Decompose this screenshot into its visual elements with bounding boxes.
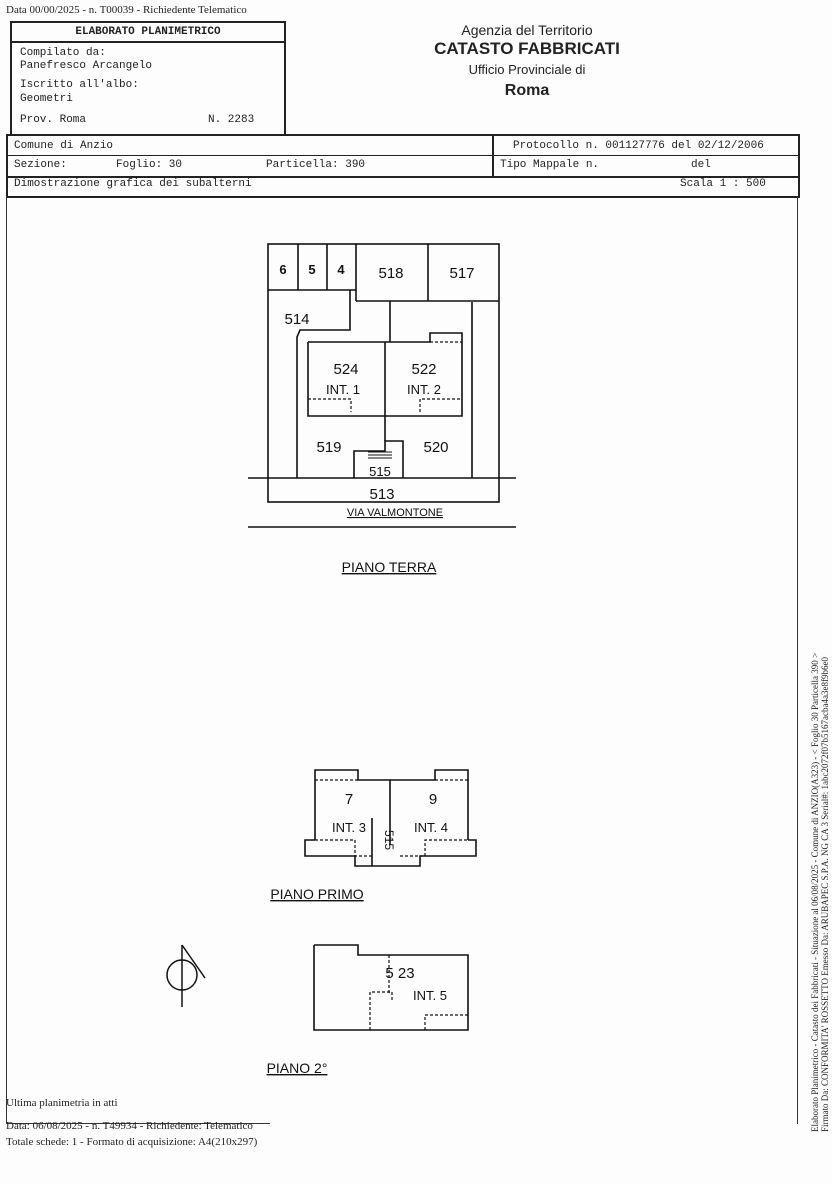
unit-label: 514 xyxy=(284,311,309,328)
first-floor-title: PIANO PRIMO xyxy=(270,886,363,902)
street-name: VIA VALMONTONE xyxy=(347,507,443,519)
agency-office: Ufficio Provinciale di xyxy=(468,62,586,77)
protocollo: Protocollo n. 001127776 del 02/12/2006 xyxy=(513,140,764,152)
document-title: ELABORATO PLANIMETRICO xyxy=(12,23,284,43)
registered-label: Iscritto all'albo: xyxy=(20,79,139,91)
stairs-icon xyxy=(368,451,392,459)
ground-floor-plan xyxy=(248,243,516,528)
ground-floor-title: PIANO TERRA xyxy=(342,559,437,575)
unit-label: 520 xyxy=(423,439,448,456)
unit-label: 515 xyxy=(382,830,396,850)
unit-label: 513 xyxy=(369,486,394,503)
unit-label: INT. 1 xyxy=(326,382,360,397)
compiler-box: ELABORATO PLANIMETRICO Compilato da: Pan… xyxy=(10,21,286,136)
scale-row: Dimostrazione grafica dei subalterni Sca… xyxy=(6,174,800,198)
second-floor-plan xyxy=(313,944,469,1031)
compiled-name: Panefresco Arcangelo xyxy=(20,60,153,72)
unit-label: 524 xyxy=(333,361,358,378)
tipo-mappale-del: del xyxy=(691,159,711,171)
agency-city: Roma xyxy=(504,82,550,99)
unit-label: INT. 5 xyxy=(413,988,447,1003)
comune: Comune di Anzio xyxy=(14,140,114,152)
request-data: Data: 06/08/2025 - n. T49934 - Richieden… xyxy=(6,1120,253,1132)
unit-label: INT. 4 xyxy=(414,820,448,835)
first-floor-plan xyxy=(304,769,477,867)
side-note-situation: Elaborato Planimetrico - Catasto dei Fab… xyxy=(810,652,820,1132)
parcel-info-box: Comune di Anzio Sezione: Foglio: 30 Part… xyxy=(6,134,800,178)
unit-label: 518 xyxy=(378,265,403,282)
sezione: Sezione: xyxy=(14,159,67,171)
frame-bottom xyxy=(6,1123,270,1124)
agency-catasto: CATASTO FABBRICATI xyxy=(434,39,620,58)
unit-label: 4 xyxy=(337,262,345,277)
second-floor-title: PIANO 2° xyxy=(267,1060,328,1076)
unit-label: 6 xyxy=(279,262,286,277)
unit-label: 5 23 xyxy=(385,965,414,982)
registration-number: N. 2283 xyxy=(208,114,255,126)
north-arrow-icon xyxy=(166,944,206,1007)
compiled-label: Compilato da: xyxy=(20,47,106,59)
unit-label: 522 xyxy=(411,361,436,378)
unit-label: INT. 2 xyxy=(407,382,441,397)
tipo-mappale: Tipo Mappale n. xyxy=(500,159,600,171)
particella: Particella: 390 xyxy=(266,159,366,171)
demonstration-label: Dimostrazione grafica dei subalterni xyxy=(14,178,252,190)
foglio: Foglio: 30 xyxy=(116,159,183,171)
unit-label: 519 xyxy=(316,439,341,456)
unit-label: 9 xyxy=(429,791,437,808)
registered-value: Geometri xyxy=(20,93,73,105)
scale: Scala 1 : 500 xyxy=(680,178,766,190)
last-plan-note: Ultima planimetria in atti xyxy=(6,1097,118,1109)
frame-left xyxy=(6,196,7,1124)
unit-label: 5 xyxy=(308,262,315,277)
frame-right xyxy=(797,196,798,1124)
unit-label: INT. 3 xyxy=(332,820,366,835)
unit-label: 517 xyxy=(449,265,474,282)
side-note-signature: Firmato Da: CONFORMITA' ROSSETTO Emesso … xyxy=(820,657,830,1132)
sheet-totals: Totale schede: 1 - Formato di acquisizio… xyxy=(6,1136,258,1148)
unit-label: 7 xyxy=(345,791,353,808)
province: Prov. Roma xyxy=(20,114,87,126)
request-note: Data 00/00/2025 - n. T00039 - Richiedent… xyxy=(6,4,247,16)
unit-label: 515 xyxy=(369,464,391,479)
agency-name: Agenzia del Territorio xyxy=(461,22,593,38)
